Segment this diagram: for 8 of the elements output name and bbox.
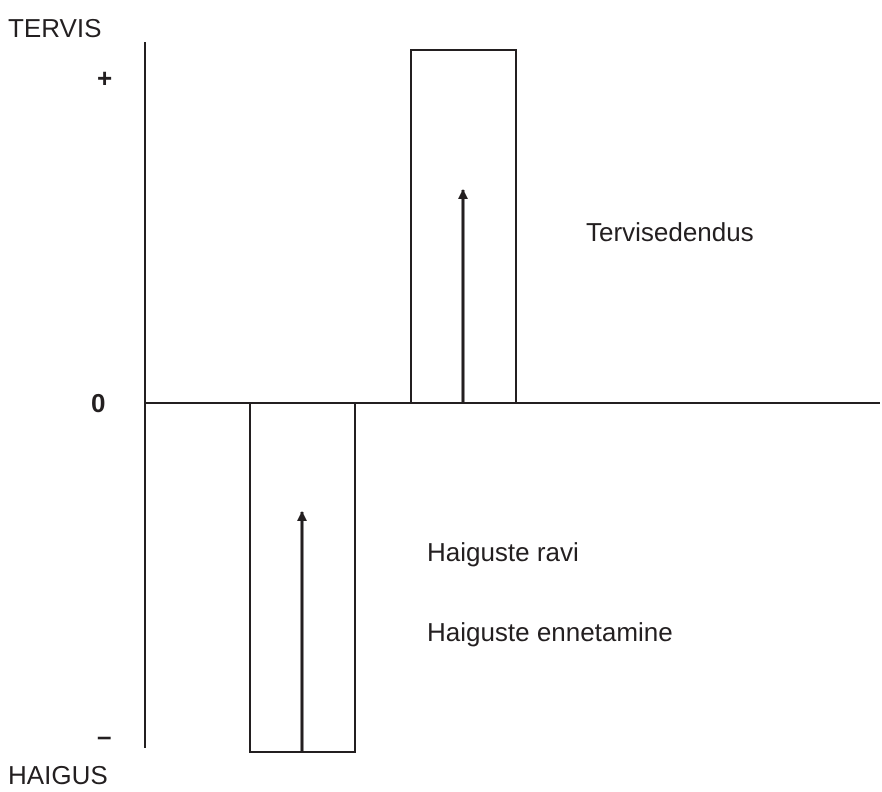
zone-label: Tervisedendus	[586, 219, 754, 245]
zone-label: Haiguste ravi	[427, 539, 579, 565]
axis-sign: –	[97, 723, 112, 749]
axis-label: TERVIS	[8, 15, 102, 41]
axis-label: HAIGUS	[8, 762, 108, 788]
axis-sign: +	[97, 65, 112, 91]
axis-tick-label: 0	[91, 390, 106, 416]
zone-label: Haiguste ennetamine	[427, 619, 673, 645]
